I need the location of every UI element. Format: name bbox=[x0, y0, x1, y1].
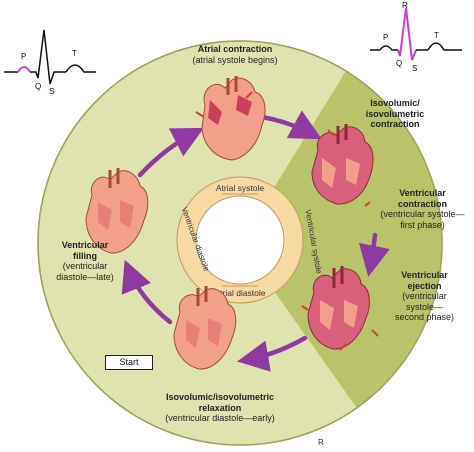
atrial-contraction-title: Atrial contraction bbox=[197, 44, 273, 54]
label-ventricular-filling: Ventricular filling (ventricular diastol… bbox=[45, 240, 125, 282]
ventricular-filling-line1: Ventricular bbox=[61, 240, 109, 250]
ecg-right-q-label: Q bbox=[396, 59, 402, 68]
label-atrial-contraction: Atrial contraction (atrial systole begin… bbox=[170, 44, 300, 65]
atrial-contraction-subtitle: (atrial systole begins) bbox=[192, 54, 278, 65]
ventricular-ejection-sub2: systole— bbox=[405, 301, 443, 312]
ventricular-ejection-sub1: (ventricular bbox=[402, 291, 447, 301]
ventricular-contraction-sub2: first phase) bbox=[400, 219, 445, 230]
ecg-right-s-label: S bbox=[412, 64, 417, 73]
arrow-relaxation-to-filling bbox=[121, 259, 173, 325]
label-isovolumic-contraction: Isovolumic/ isovolumetric contraction bbox=[345, 98, 445, 130]
label-ventricular-ejection: Ventricular ejection (ventricular systol… bbox=[382, 270, 467, 323]
bottom-r-label: R bbox=[318, 438, 324, 447]
ecg-trace-left: P Q S T bbox=[4, 29, 96, 96]
arrow-contraction-to-ejection bbox=[358, 232, 390, 277]
ventricular-contraction-line1: Ventricular bbox=[399, 188, 446, 198]
ventricular-contraction-sub1: (ventricular systole— bbox=[380, 209, 465, 219]
ecg-left-p-label: P bbox=[21, 52, 26, 61]
ecg-right-r-label: R bbox=[402, 1, 408, 10]
ventricular-filling-sub2: diastole—late) bbox=[56, 271, 114, 282]
ecg-right-t-label: T bbox=[434, 31, 439, 40]
isovolumic-relaxation-subtitle: (ventricular diastole—early) bbox=[165, 413, 275, 423]
ventricular-ejection-line1: Ventricular bbox=[401, 270, 448, 280]
ventricular-ejection-sub3: second phase) bbox=[394, 312, 455, 322]
ventricular-filling-line2: filling bbox=[73, 250, 97, 261]
atrial-diastole-label: Atrial diastole bbox=[214, 288, 265, 298]
heart-ventricular-ejection bbox=[301, 266, 379, 351]
isovolumic-relaxation-line2: relaxation bbox=[198, 402, 242, 413]
heart-isovolumic-contraction bbox=[311, 124, 374, 207]
heart-ventricular-filling bbox=[85, 168, 149, 254]
ecg-trace-right: R P Q S T bbox=[370, 1, 462, 73]
ecg-left-t-label: T bbox=[72, 49, 77, 58]
isovolumic-contraction-line1: Isovolumic/ bbox=[370, 98, 420, 108]
heart-atrial-contraction bbox=[195, 76, 266, 161]
arrow-filling-to-atrial bbox=[137, 127, 204, 178]
heart-isovolumic-relaxation bbox=[173, 286, 237, 370]
label-isovolumic-relaxation: Isovolumic/isovolumetric relaxation (ven… bbox=[140, 392, 300, 424]
ventricular-filling-sub1: (ventricular bbox=[62, 261, 108, 271]
ecg-left-q-label: Q bbox=[35, 82, 41, 91]
ring-hole bbox=[195, 195, 285, 285]
atrial-systole-label: Atrial systole bbox=[216, 183, 264, 193]
arrow-atrial-to-isovolumic bbox=[259, 110, 322, 140]
isovolumic-contraction-line2: isovolumetric bbox=[365, 108, 425, 119]
label-ventricular-contraction: Ventricular contraction (ventricular sys… bbox=[375, 188, 470, 230]
ecg-right-p-label: P bbox=[383, 33, 388, 42]
ecg-left-s-label: S bbox=[49, 87, 54, 96]
start-button[interactable]: Start bbox=[105, 355, 153, 370]
ventricular-contraction-line2: contraction bbox=[397, 198, 447, 209]
ventricular-ejection-line2: ejection bbox=[407, 280, 442, 291]
isovolumic-relaxation-line1: Isovolumic/isovolumetric bbox=[165, 392, 275, 402]
arrow-ejection-to-relaxation bbox=[237, 335, 308, 372]
isovolumic-contraction-line3: contraction bbox=[370, 119, 420, 129]
cycle-arrows bbox=[121, 110, 390, 372]
